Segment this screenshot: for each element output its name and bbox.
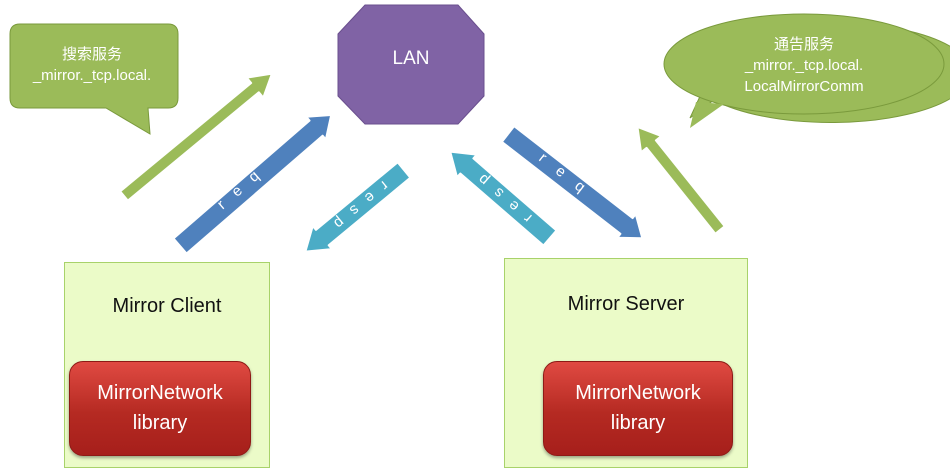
client-req-arrow: [172, 114, 333, 255]
callout-browse-line2: _mirror._tcp.local.: [32, 67, 152, 84]
client-library-line2: library: [132, 412, 188, 434]
browse-arrow: [119, 72, 273, 202]
lan-label: LAN: [392, 48, 430, 69]
callout-browse-bubble: [9, 23, 179, 135]
server-resp-label: resp: [466, 163, 535, 226]
callout-advertise-line1: 通告服务: [773, 36, 834, 53]
client-library-line1: MirrorNetwork: [97, 382, 223, 404]
client-resp-label: resp: [321, 177, 391, 239]
advertise-arrow: [636, 125, 726, 235]
lan-octagon: [337, 4, 485, 125]
callout-browse-text: 搜索服务 _mirror._tcp.local.: [12, 44, 172, 86]
callout-advertise-text: 通告服务 _mirror._tcp.local. LocalMirrorComm: [668, 34, 940, 97]
callout-advertise-line2: _mirror._tcp.local.: [744, 57, 864, 74]
server-library-block: MirrorNetwork library: [543, 361, 733, 456]
server-library-line2: library: [610, 412, 666, 434]
server-req-arrow: [500, 125, 644, 240]
mirror-server-node: Mirror Server MirrorNetwork library: [504, 258, 748, 468]
server-req-label: req: [536, 150, 601, 206]
server-library-line1: MirrorNetwork: [575, 382, 701, 404]
client-resp-arrow: [304, 161, 412, 253]
mirror-client-node: Mirror Client MirrorNetwork library: [64, 262, 270, 468]
callout-browse-line1: 搜索服务: [61, 46, 122, 63]
mirror-client-title: Mirror Client: [112, 295, 222, 317]
server-resp-arrow: [449, 150, 558, 247]
mirror-server-title: Mirror Server: [567, 293, 685, 315]
client-library-block: MirrorNetwork library: [69, 361, 251, 456]
callout-advertise-line3: LocalMirrorComm: [744, 78, 864, 95]
